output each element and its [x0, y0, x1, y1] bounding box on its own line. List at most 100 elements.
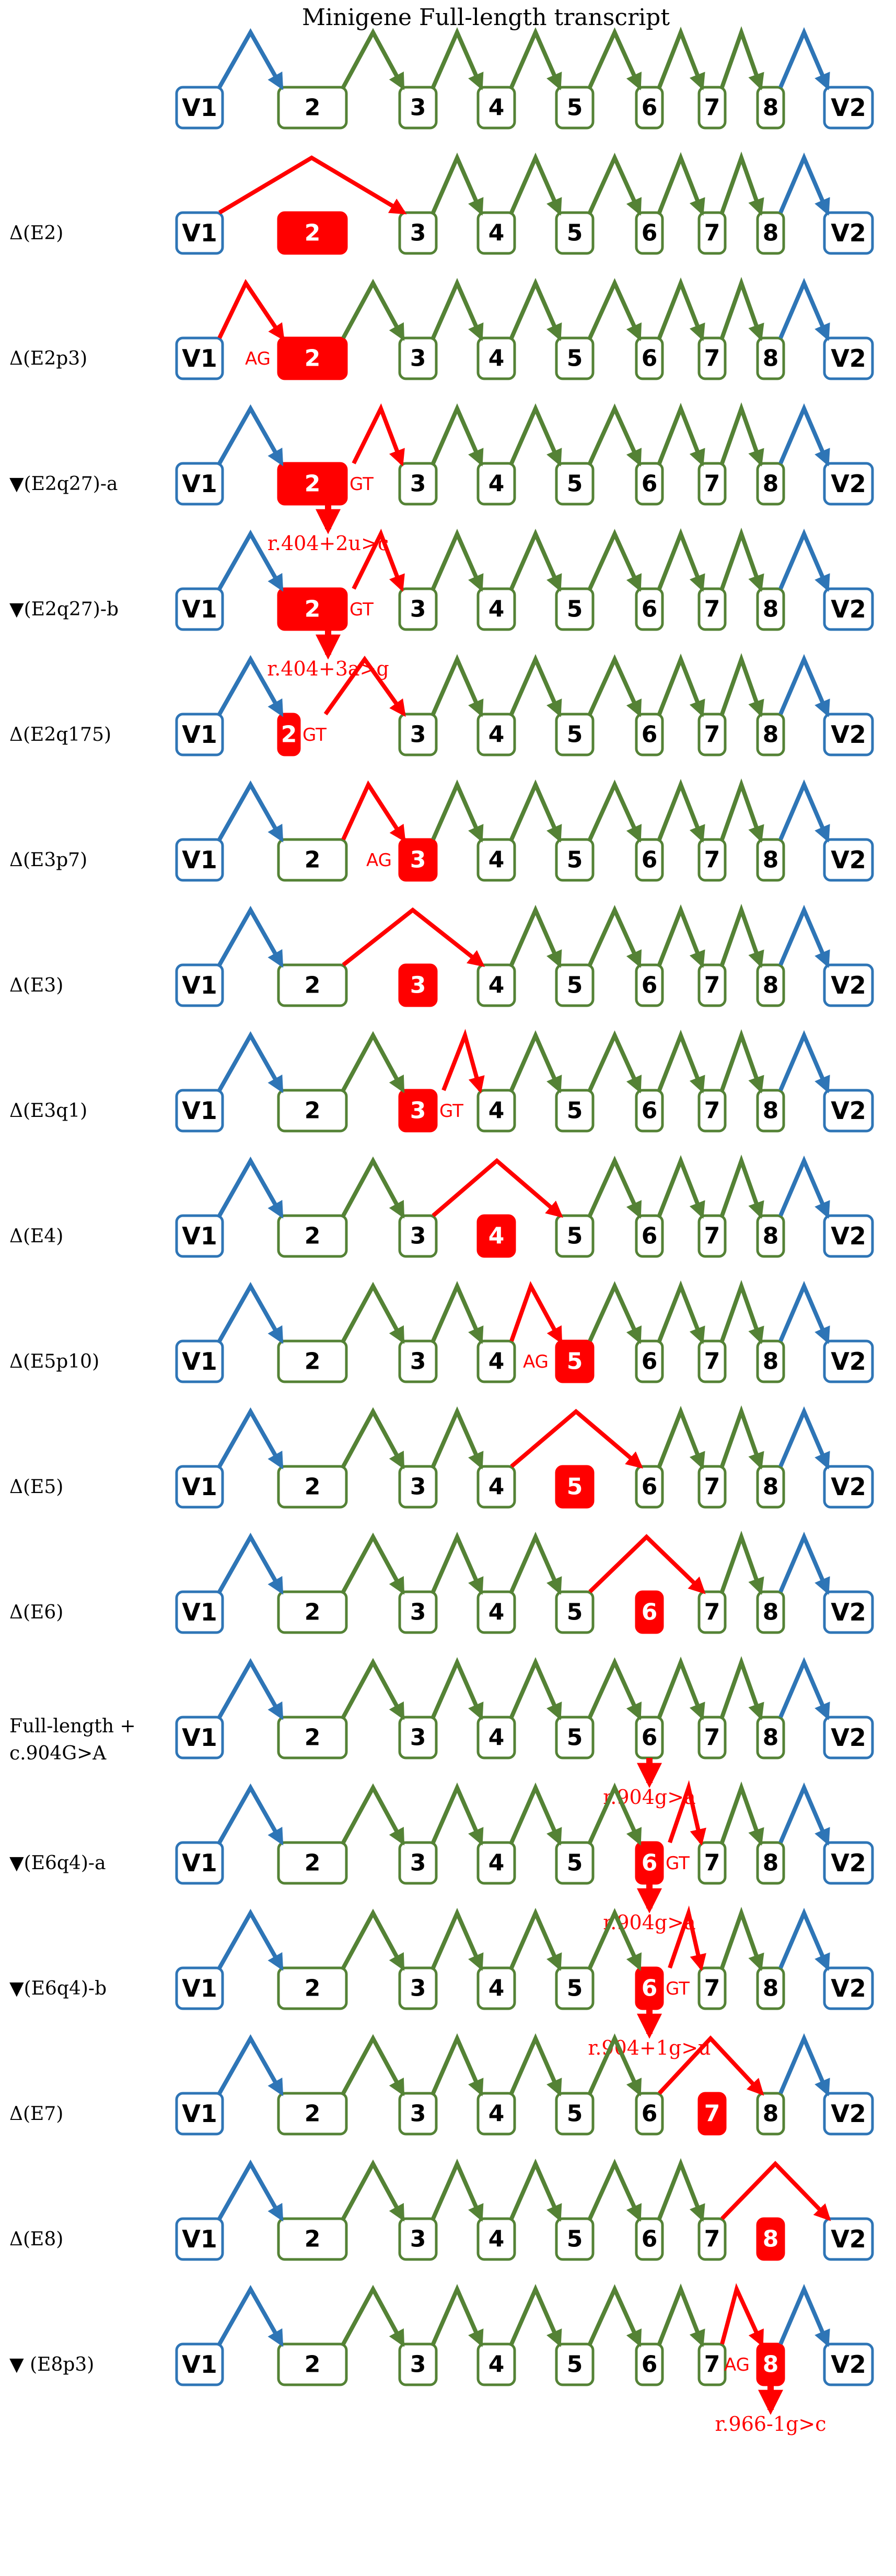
exon-label: 5 — [567, 471, 583, 497]
exon-label: 3 — [410, 1850, 426, 1876]
row-label: ▼(E2q27)-b — [9, 599, 119, 620]
exon-label: 6 — [642, 1975, 658, 2002]
exon-label: 3 — [410, 1975, 426, 2002]
vector-exon-V2 — [823, 1966, 874, 2010]
exon-label: V1 — [182, 1598, 217, 1626]
splice-arc — [720, 652, 764, 718]
splice-arc — [431, 1532, 484, 1595]
alternative-acceptor-arc — [509, 1281, 563, 1344]
row-label: ▼(E6q4)-a — [9, 1852, 106, 1874]
exon-label: 7 — [704, 2351, 720, 2378]
splice-site-label: GT — [666, 1978, 690, 1999]
splice-arc — [588, 529, 642, 592]
alternative-acceptor-arc — [720, 2283, 764, 2347]
splice-arc — [341, 2159, 405, 2222]
exon-3 — [398, 1465, 438, 1509]
exon-label: 6 — [642, 847, 658, 873]
exon-7 — [697, 1590, 727, 1634]
exon-6 — [635, 2092, 664, 2136]
alternative-donor-arc — [441, 1029, 485, 1094]
exon-label: 2 — [305, 2101, 321, 2127]
splice-arc — [431, 1406, 484, 1470]
exon-3 — [398, 1590, 438, 1634]
exon-7 — [697, 1966, 727, 2010]
splice-arc — [778, 904, 830, 968]
splice-arc — [657, 1406, 705, 1470]
exon-5 — [555, 838, 595, 882]
exon-5 — [555, 462, 595, 506]
exon-label: 6 — [642, 2351, 658, 2378]
aberrant-exon-2 — [277, 211, 348, 255]
exon-4 — [476, 713, 516, 756]
exon-label: 4 — [488, 847, 505, 873]
exon-8 — [756, 838, 785, 882]
exon-label: 8 — [763, 1348, 779, 1375]
splice-arc — [341, 1031, 405, 1093]
vector-exon-V2 — [823, 1841, 874, 1885]
splice-arc — [720, 1154, 764, 1219]
exon-label: 7 — [704, 2101, 720, 2127]
exon-label: V2 — [831, 846, 866, 874]
exon-7 — [697, 211, 727, 255]
exon-5 — [555, 1966, 595, 2010]
exon-3 — [398, 1966, 438, 2010]
exon-label: 3 — [410, 1724, 426, 1751]
exon-5 — [555, 587, 595, 631]
exon-6 — [635, 587, 664, 631]
exon-label: V1 — [182, 1849, 217, 1877]
splice-arc — [431, 529, 484, 592]
exon-2 — [277, 838, 348, 882]
exon-label: 4 — [488, 1850, 505, 1876]
row-label: Δ(E3q1) — [9, 1100, 87, 1122]
aberrant-exon-3 — [398, 963, 438, 1007]
exon-label: 7 — [704, 471, 720, 497]
aberrant-exon-5 — [555, 1339, 595, 1383]
exon-6 — [635, 963, 664, 1007]
splice-arc — [720, 26, 764, 91]
exon-8 — [756, 1716, 785, 1759]
exon-label: 4 — [488, 2351, 505, 2378]
mutation-label: r.404+2u>c — [267, 532, 389, 555]
vector-exon-V2 — [823, 211, 874, 255]
vector-exon-V2 — [823, 1465, 874, 1509]
splice-arc — [588, 403, 642, 467]
exon-3 — [398, 1339, 438, 1383]
exon-label: 6 — [642, 345, 658, 372]
exon-label: 3 — [410, 95, 426, 121]
splice-arc — [509, 1782, 562, 1846]
row-label: Δ(E4) — [9, 1226, 63, 1247]
splice-arc — [431, 2159, 484, 2222]
exon-label: 2 — [305, 847, 321, 873]
splice-arc — [720, 1906, 764, 1972]
exon-6 — [635, 336, 664, 380]
vector-exon-V2 — [823, 1590, 874, 1634]
exon-6 — [635, 211, 664, 255]
exon-label: 8 — [763, 1223, 779, 1250]
exon-label: V2 — [831, 1347, 866, 1376]
splice-arc — [588, 1908, 642, 1971]
exon-label: 8 — [763, 2226, 779, 2253]
splice-arc — [720, 1530, 764, 1595]
exon-label: V1 — [182, 94, 217, 122]
exon-label: 8 — [763, 95, 779, 121]
exon-2 — [277, 1966, 348, 2010]
exon-label: 7 — [704, 1724, 720, 1751]
splice-arc — [509, 2033, 562, 2096]
splice-arc — [431, 779, 484, 843]
exon-4 — [476, 2217, 516, 2261]
exon-label: 2 — [305, 345, 321, 372]
exon-label: 3 — [410, 1098, 426, 1124]
exon-2 — [277, 1214, 348, 1258]
exon-label: 8 — [763, 1975, 779, 2002]
exon-4 — [476, 211, 516, 255]
vector-exon-V1 — [175, 1339, 224, 1383]
exon-7 — [697, 462, 727, 506]
exon-3 — [398, 1214, 438, 1258]
exon-2 — [277, 2342, 348, 2386]
exon-label: 3 — [410, 596, 426, 623]
